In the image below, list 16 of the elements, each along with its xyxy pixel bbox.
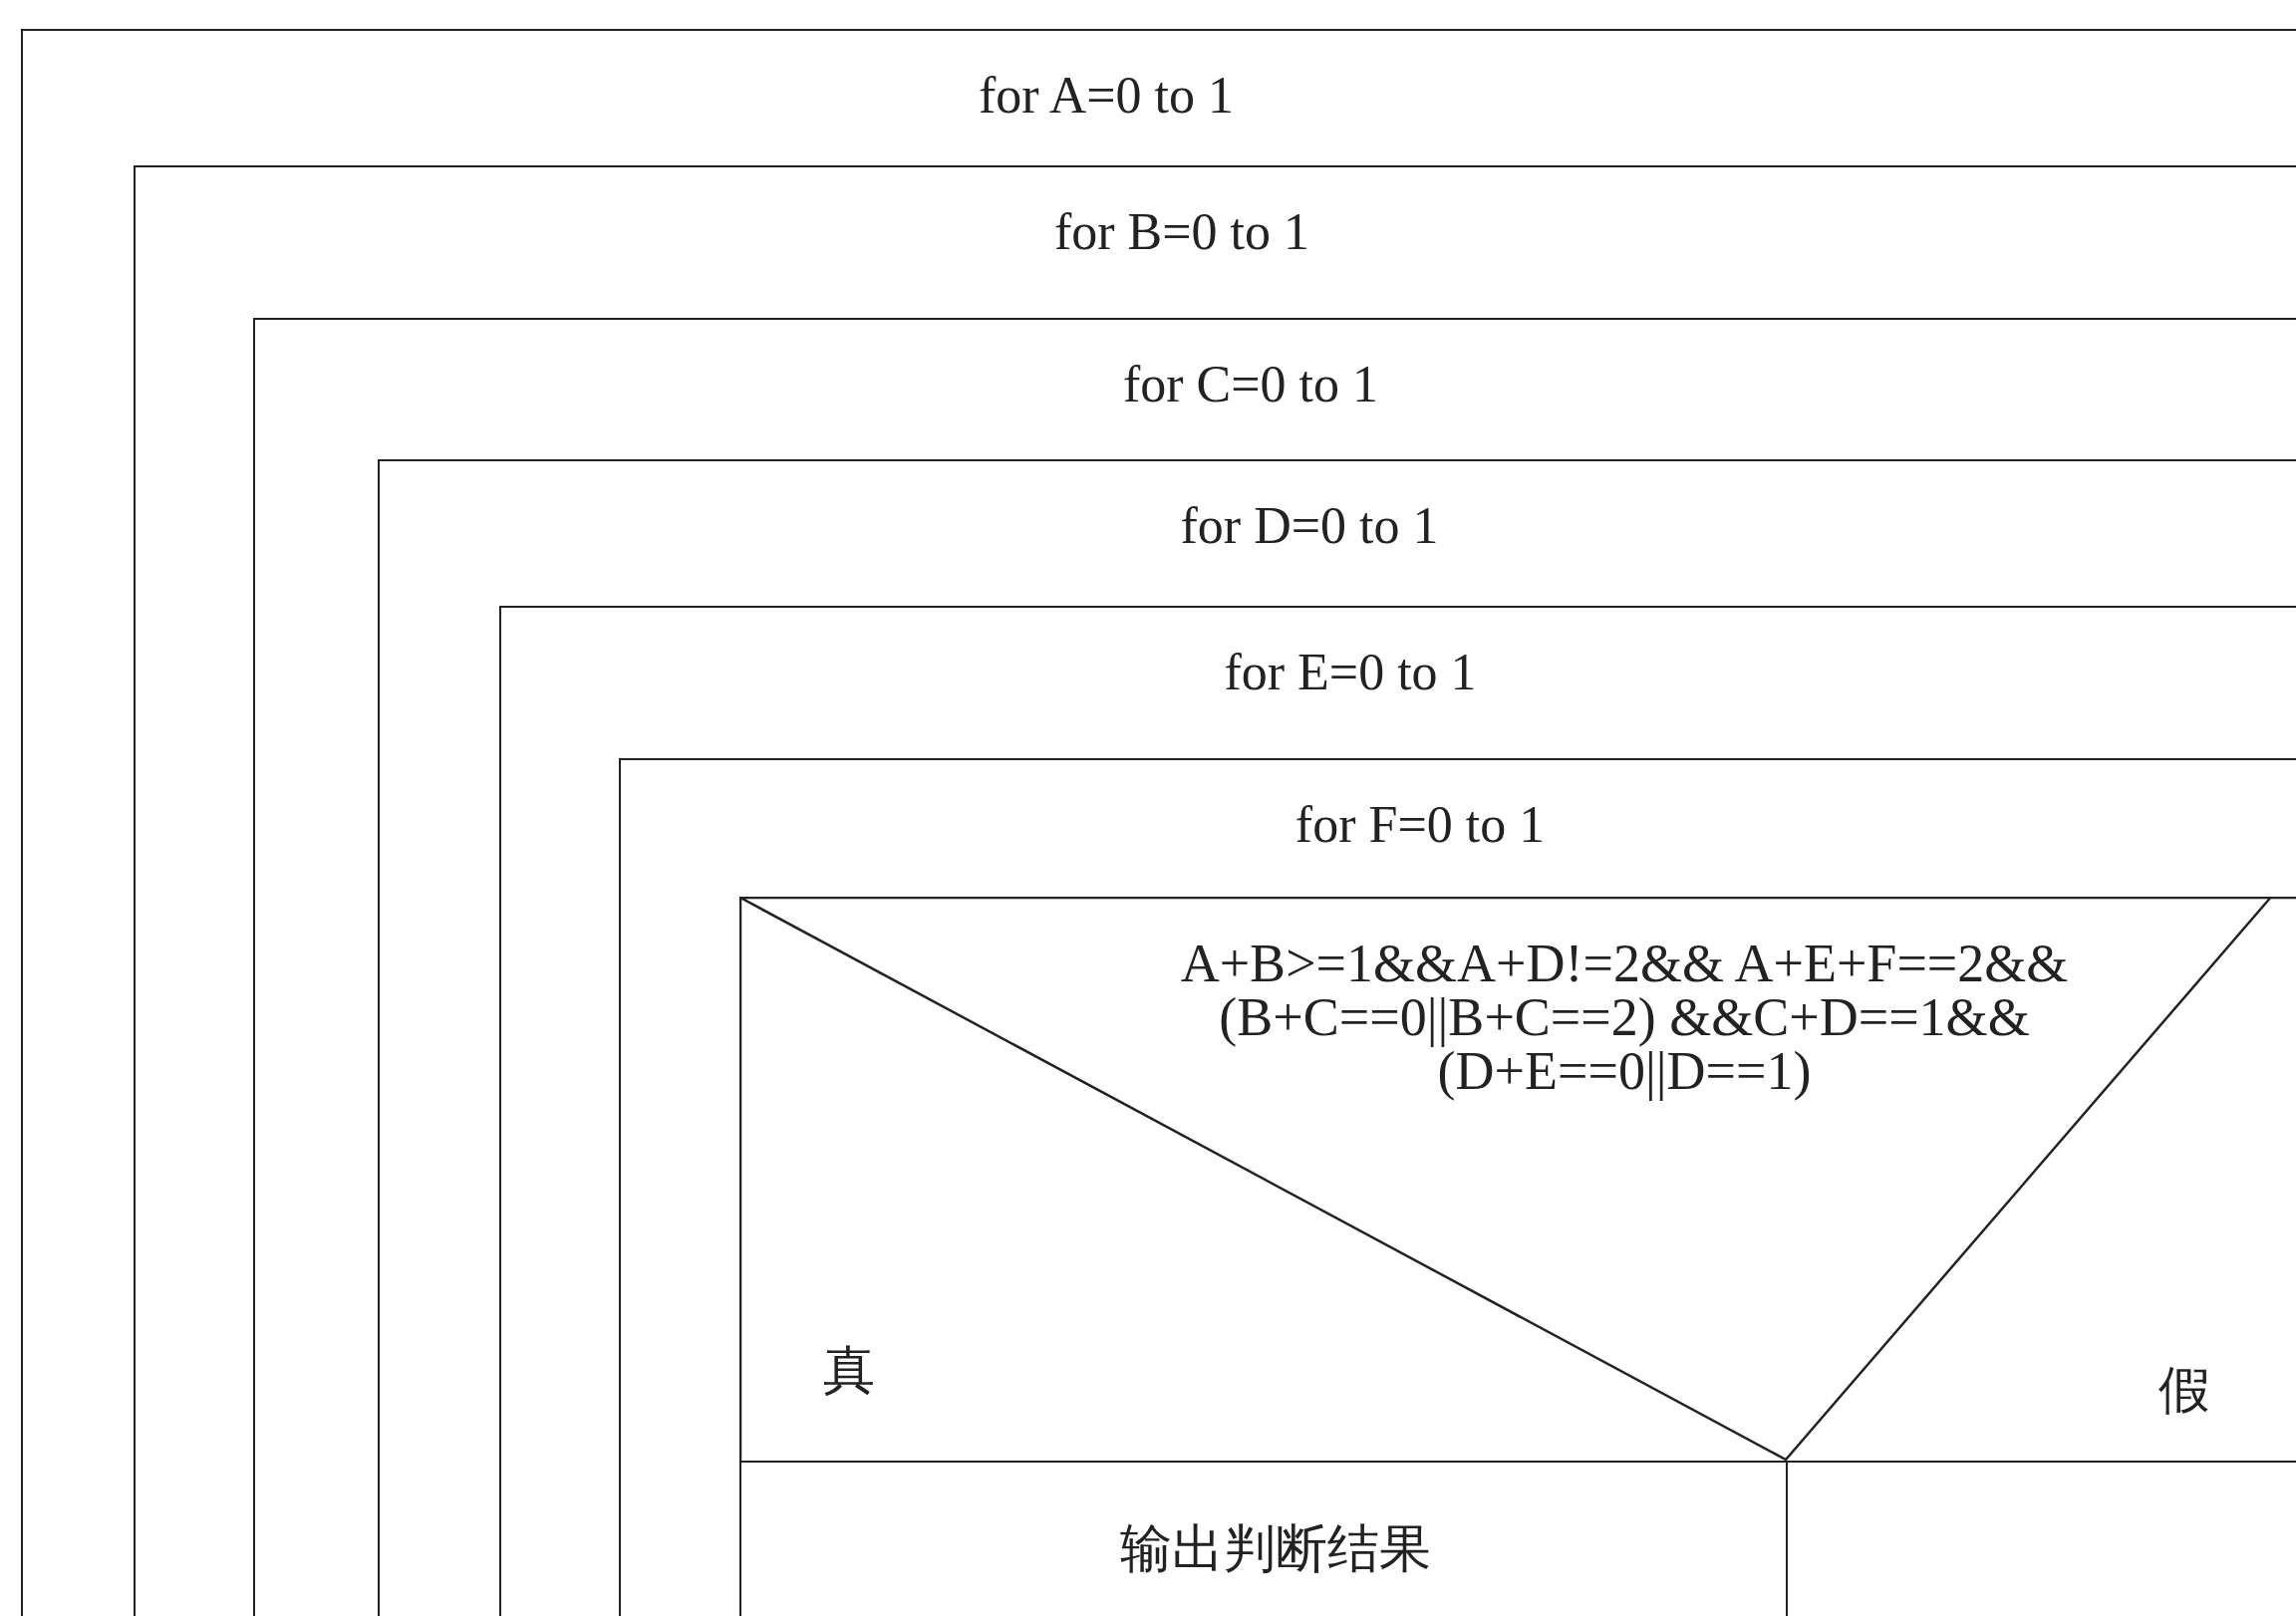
loop-header: for E=0 to 1: [1224, 647, 1477, 698]
empty-branch-box: [1786, 1461, 2296, 1616]
loop-header: for C=0 to 1: [1122, 359, 1379, 410]
decision-block: [739, 897, 2296, 1461]
loop-header: for B=0 to 1: [1053, 206, 1310, 258]
loop-header: for A=0 to 1: [978, 70, 1235, 122]
loop-header: for F=0 to 1: [1294, 799, 1546, 851]
loop-frame: [378, 459, 2296, 1616]
true-label: 真: [823, 1345, 875, 1397]
loop-frame: [253, 318, 2296, 1616]
process-text: 输出判断结果: [1120, 1523, 1431, 1575]
process-box: [739, 1461, 1786, 1616]
loop-frame: [619, 758, 2296, 1616]
loop-frame: [499, 606, 2296, 1616]
false-label: 假: [2158, 1365, 2210, 1417]
loop-header: for D=0 to 1: [1180, 500, 1439, 552]
